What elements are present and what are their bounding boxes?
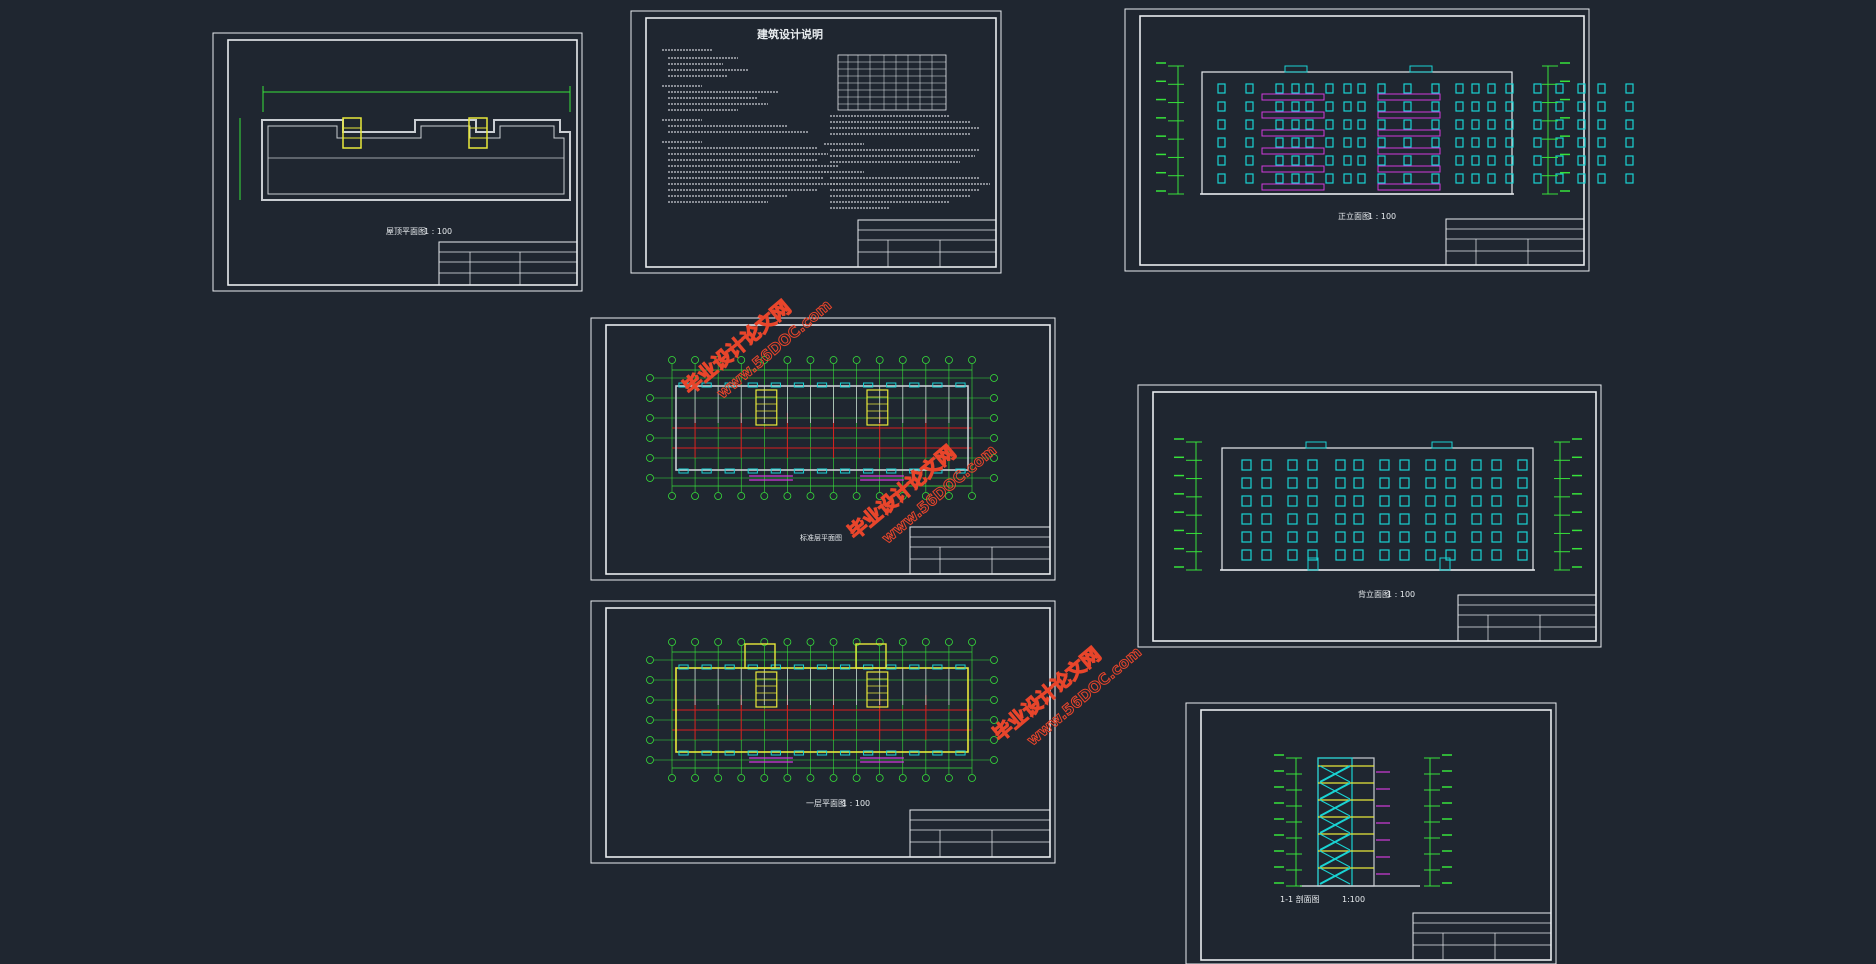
section-caption: 1-1 剖面图 <box>1280 894 1320 904</box>
sheet-standard-plan[interactable]: 标准层平面图 <box>590 317 1056 581</box>
roof-plan-scale: 1 : 100 <box>424 227 452 236</box>
design-notes-title: 建筑设计说明 <box>757 27 823 41</box>
ground-plan-caption: 一层平面图 <box>806 799 846 808</box>
front-elevation-caption: 正立面图 <box>1338 211 1370 221</box>
sheet-design-notes[interactable]: 建筑设计说明 <box>630 10 1002 274</box>
section-drawing <box>1274 754 1452 887</box>
front-elevation-level-marks-right <box>1542 62 1570 195</box>
front-elevation-windows <box>1217 83 1634 191</box>
standard-plan-drawing <box>646 356 998 500</box>
standard-plan-caption: 标准层平面图 <box>800 533 842 542</box>
ground-plan-drawing <box>646 638 998 782</box>
front-elevation-level-marks-left <box>1156 62 1184 195</box>
sheet-section[interactable]: 1-1 剖面图 1:100 <box>1185 702 1557 964</box>
sheet-back-elevation[interactable]: 背立面图 1 : 100 <box>1137 384 1602 648</box>
sheet-roof-plan[interactable]: 屋顶平面图 1 : 100 <box>212 32 583 292</box>
back-elevation-level-marks-right <box>1554 438 1582 571</box>
back-elevation-caption: 背立面图 <box>1358 589 1390 599</box>
section-scale: 1:100 <box>1342 895 1365 904</box>
sheet-ground-plan[interactable]: 一层平面图 1 : 100 <box>590 600 1056 864</box>
roof-plan-caption: 屋顶平面图 <box>386 227 426 236</box>
design-notes-text-lines <box>662 49 990 209</box>
ground-plan-scale: 1 : 100 <box>842 799 870 808</box>
back-elevation-level-marks-left <box>1174 438 1202 571</box>
door-window-table <box>837 54 947 111</box>
front-elevation-scale: 1 : 100 <box>1368 212 1396 221</box>
back-elevation-windows <box>1241 459 1528 571</box>
sheet-front-elevation[interactable]: 正立面图 1 : 100 <box>1124 8 1634 272</box>
back-elevation-scale: 1 : 100 <box>1387 590 1415 599</box>
